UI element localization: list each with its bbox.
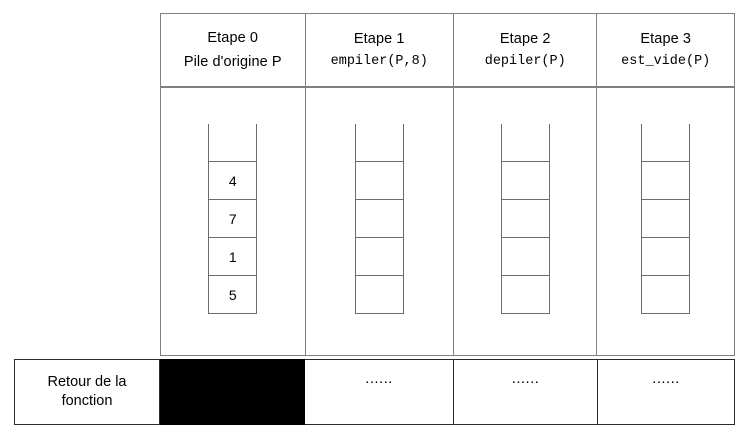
stack-slot: 1 (208, 238, 258, 276)
stack-diagram-etape-1 (354, 124, 404, 314)
stack-diagram-etape-2 (500, 124, 550, 314)
stack-slot (500, 162, 550, 200)
return-cell-etape-2[interactable]: ...... (454, 359, 598, 425)
stack-slot (500, 238, 550, 276)
stack-slot (500, 124, 550, 162)
stack-slot (641, 276, 691, 314)
header-subtitle-etape-3: est_vide(P) (621, 54, 711, 69)
etapes-table: Etape 0 Pile d'origine P Etape 1 empiler… (160, 13, 735, 356)
stack-slot (354, 238, 404, 276)
header-title-etape-0: Etape 0 (207, 30, 259, 46)
stack-cell-etape-1 (306, 88, 454, 355)
return-row-label: Retour de la fonction (14, 359, 160, 425)
header-subtitle-etape-1: empiler(P,8) (330, 54, 428, 69)
stack-slot: 4 (208, 162, 258, 200)
header-cell-etape-0: Etape 0 Pile d'origine P (161, 14, 306, 86)
stack-slot (641, 124, 691, 162)
stack-slot (641, 200, 691, 238)
header-cell-etape-2: Etape 2 depiler(P) (454, 14, 598, 86)
header-cell-etape-1: Etape 1 empiler(P,8) (306, 14, 454, 86)
stack-slot (208, 124, 258, 162)
stack-slot (500, 276, 550, 314)
stack-cell-etape-2 (454, 88, 598, 355)
stack-slot (354, 276, 404, 314)
stack-slot (641, 238, 691, 276)
header-title-etape-1: Etape 1 (353, 30, 405, 47)
header-cell-etape-3: Etape 3 est_vide(P) (597, 14, 734, 86)
stack-slot (354, 124, 404, 162)
stack-slot (354, 200, 404, 238)
stack-slot (641, 162, 691, 200)
stack-cell-etape-3 (597, 88, 734, 355)
return-label-line-1: Retour de la (47, 374, 127, 391)
return-cell-etape-1[interactable]: ...... (305, 359, 454, 425)
stack-diagram-etape-3 (641, 124, 691, 314)
return-label-line-2: fonction (61, 393, 113, 409)
header-title-etape-3: Etape 3 (640, 30, 692, 47)
return-value-etape-2: ...... (511, 370, 540, 387)
stack-slot: 5 (208, 276, 258, 314)
return-row: Retour de la fonction ...... ...... ....… (14, 359, 735, 425)
header-subtitle-etape-0: Pile d'origine P (183, 53, 282, 70)
header-subtitle-etape-2: depiler(P) (484, 54, 566, 69)
header-title-etape-2: Etape 2 (499, 30, 551, 47)
return-cell-etape-0 (160, 359, 305, 425)
return-value-etape-1: ...... (365, 370, 393, 387)
stack-slot: 7 (208, 200, 258, 238)
return-value-etape-3: ...... (652, 370, 680, 387)
table-header-row: Etape 0 Pile d'origine P Etape 1 empiler… (161, 14, 734, 88)
stack-slot (354, 162, 404, 200)
return-cell-etape-3[interactable]: ...... (598, 359, 735, 425)
stack-slot (500, 200, 550, 238)
